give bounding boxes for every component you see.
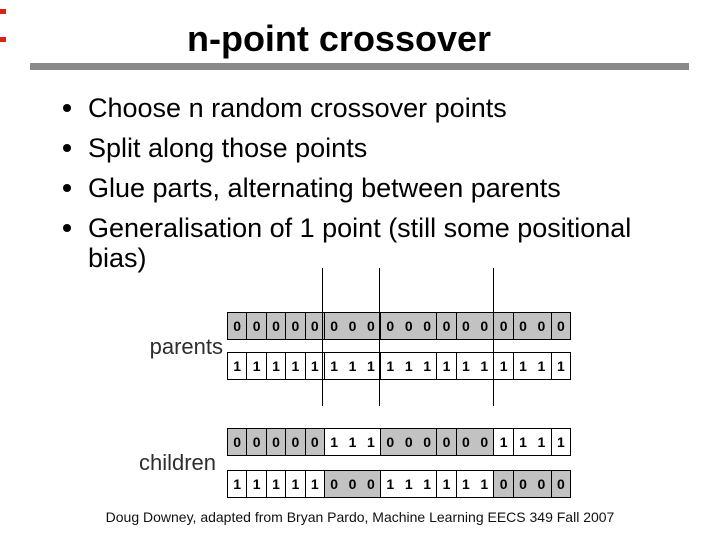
bit-cell: 0 [399, 313, 418, 339]
bit-cell: 1 [532, 353, 551, 379]
bit-cell: 0 [285, 313, 305, 339]
bit-cell: 0 [380, 429, 400, 455]
bit-cell: 1 [343, 429, 362, 455]
bit-cell: 1 [343, 353, 362, 379]
bit-cell: 1 [265, 353, 286, 379]
bit-cell: 1 [323, 429, 344, 455]
crossover-line [322, 268, 323, 406]
bit-cell: 1 [475, 353, 494, 379]
bit-cell: 1 [246, 353, 266, 379]
bit-cell: 0 [380, 313, 400, 339]
bit-cell: 0 [246, 313, 266, 339]
bit-cell: 0 [532, 313, 551, 339]
bit-cell: 0 [265, 429, 286, 455]
bit-cell: 1 [436, 353, 456, 379]
bit-cell: 1 [417, 471, 437, 497]
bit-cell: 0 [265, 313, 286, 339]
bit-cell: 1 [532, 429, 551, 455]
bullet-text: Choose n random crossover points [88, 93, 507, 123]
bit-cell: 1 [323, 353, 344, 379]
bit-cell: 1 [436, 471, 456, 497]
bit-cell: 1 [380, 471, 400, 497]
bit-cell: 1 [512, 353, 533, 379]
parents-label: parents [149, 334, 223, 359]
bit-cell: 1 [399, 471, 418, 497]
bit-cell: 0 [436, 429, 456, 455]
bit-cell: 1 [493, 429, 513, 455]
red-edge-mark [0, 9, 6, 14]
footer-credit: Doug Downey, adapted from Bryan Pardo, M… [105, 509, 615, 525]
bit-cell: 1 [417, 353, 437, 379]
bit-cell: 0 [417, 313, 437, 339]
bit-cell: 1 [475, 471, 494, 497]
bit-cell: 1 [228, 353, 247, 379]
bullet-icon [63, 144, 71, 152]
crossover-line [379, 268, 380, 406]
bit-cell: 1 [361, 353, 381, 379]
bit-cell: 1 [361, 429, 381, 455]
bit-cell: 0 [399, 429, 418, 455]
bit-cell: 1 [265, 471, 286, 497]
bit-cell: 1 [304, 353, 324, 379]
bit-cell: 1 [399, 353, 418, 379]
bit-cell: 1 [246, 471, 266, 497]
bit-cell: 0 [493, 471, 513, 497]
children-label: children [138, 450, 216, 475]
bit-cell: 0 [493, 313, 513, 339]
bit-cell: 1 [228, 471, 247, 497]
bit-cell: 0 [343, 471, 362, 497]
bit-cell: 0 [455, 429, 476, 455]
bit-cell: 0 [550, 313, 571, 339]
bit-cell: 0 [343, 313, 362, 339]
bit-cell: 0 [304, 429, 324, 455]
bit-cell: 0 [304, 313, 324, 339]
bit-cell: 0 [532, 471, 551, 497]
bit-cell: 1 [512, 429, 533, 455]
bit-cell: 0 [436, 313, 456, 339]
bit-cell: 0 [361, 471, 381, 497]
bit-cell: 0 [455, 313, 476, 339]
bullet-icon [63, 104, 71, 112]
bit-cell: 1 [380, 353, 400, 379]
bit-cell: 0 [323, 471, 344, 497]
bullet-item: Split along those points [62, 133, 710, 163]
bit-cell: 0 [417, 429, 437, 455]
bullet-icon [63, 224, 71, 232]
bit-cell: 0 [550, 471, 571, 497]
crossover-line [493, 268, 494, 406]
bit-cell: 0 [228, 313, 247, 339]
bit-cell: 1 [550, 429, 571, 455]
bit-cell: 0 [475, 429, 494, 455]
bit-cell: 0 [475, 313, 494, 339]
bit-cell: 1 [493, 353, 513, 379]
title-divider [30, 63, 689, 70]
bullet-item: Choose n random crossover points [62, 93, 710, 123]
bit-cell: 1 [455, 353, 476, 379]
bit-cell: 0 [512, 471, 533, 497]
bullet-list: Choose n random crossover points Split a… [62, 93, 710, 283]
bullet-text: Split along those points [88, 133, 368, 163]
bullet-icon [63, 184, 71, 192]
bullet-item: Glue parts, alternating between parents [62, 173, 710, 203]
bullet-text: Generalisation of 1 point (still some po… [88, 213, 632, 273]
bit-cell: 1 [285, 471, 305, 497]
bullet-text: Glue parts, alternating between parents [88, 173, 561, 203]
bit-cell: 1 [550, 353, 571, 379]
bit-cell: 0 [285, 429, 305, 455]
red-edge-mark [0, 37, 6, 42]
bit-cell: 1 [285, 353, 305, 379]
bit-cell: 0 [323, 313, 344, 339]
bit-cell: 0 [512, 313, 533, 339]
bit-cell: 1 [455, 471, 476, 497]
bit-cell: 1 [304, 471, 324, 497]
bit-cell: 0 [361, 313, 381, 339]
bit-cell: 0 [246, 429, 266, 455]
bullet-item: Generalisation of 1 point (still some po… [62, 213, 710, 273]
slide-title: n-point crossover [186, 18, 492, 59]
bit-cell: 0 [228, 429, 247, 455]
